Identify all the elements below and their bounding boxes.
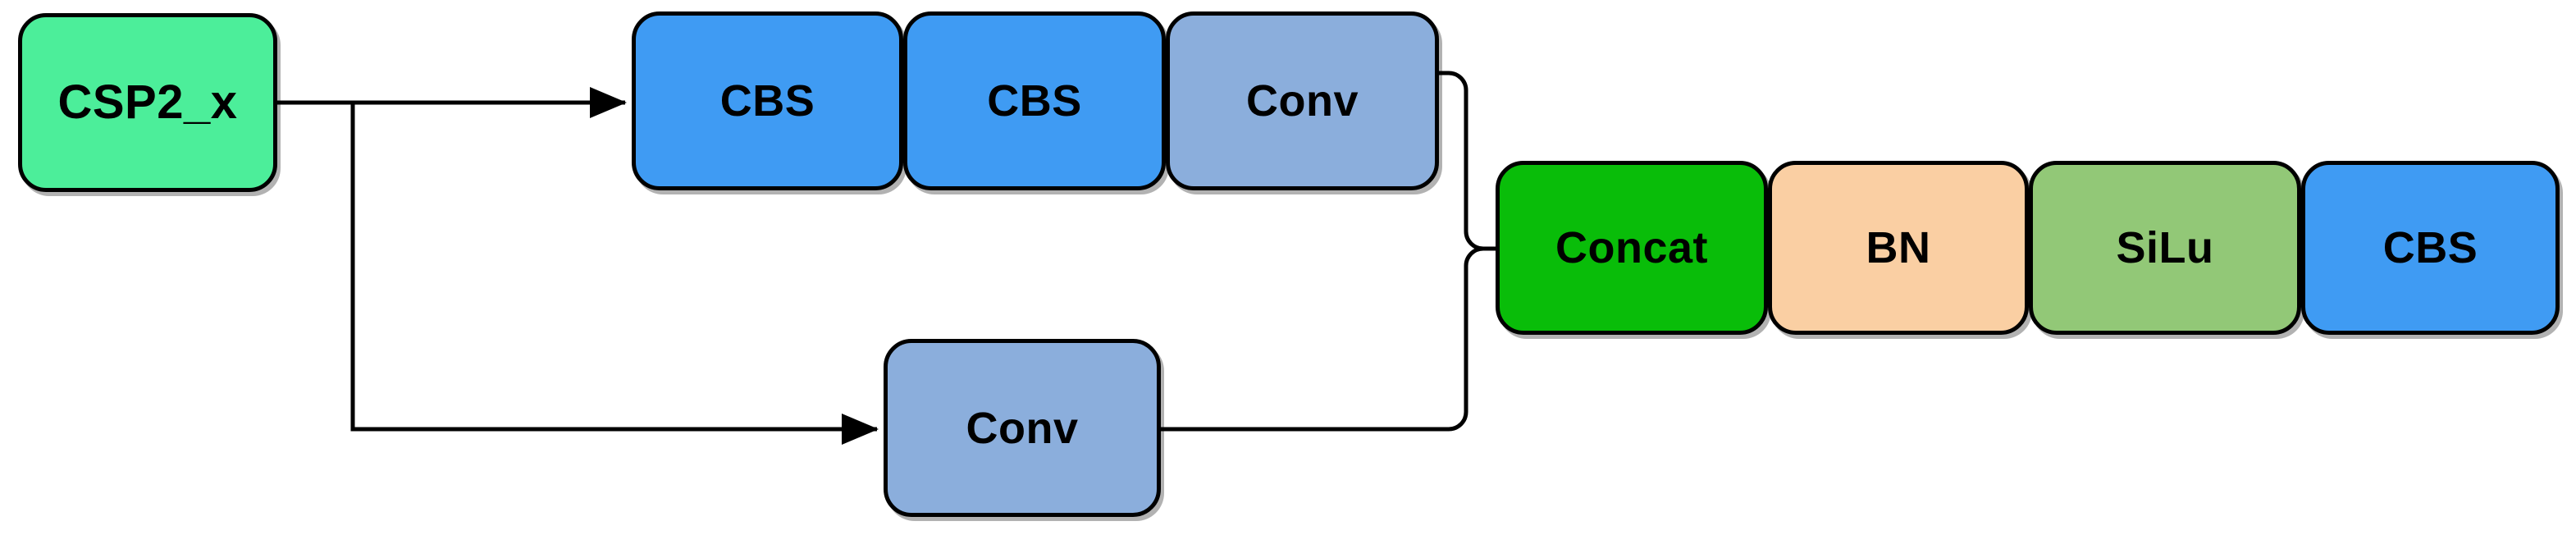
node-bn[interactable]: BN	[1768, 161, 2029, 335]
node-silu[interactable]: SiLu	[2029, 161, 2301, 335]
node-bn-label: BN	[1866, 223, 1931, 272]
node-cbs-2[interactable]: CBS	[903, 11, 1166, 190]
node-conv-top[interactable]: Conv	[1166, 11, 1439, 190]
node-conv-bottom-label: Conv	[966, 403, 1079, 453]
node-cbs-1-label: CBS	[719, 76, 815, 126]
node-csp2x-label: CSP2_x	[57, 75, 238, 129]
node-cbs-2-label: CBS	[987, 76, 1082, 126]
node-cbs-1[interactable]: CBS	[632, 11, 903, 190]
node-csp2x[interactable]: CSP2_x	[18, 13, 277, 192]
node-conv-top-label: Conv	[1246, 76, 1359, 126]
edge-csp2x-to-conv-bot	[350, 103, 879, 445]
node-cbs-3[interactable]: CBS	[2301, 161, 2560, 335]
edge-conv-top-to-concat	[1439, 71, 1496, 251]
node-silu-label: SiLu	[2116, 223, 2214, 272]
node-concat-label: Concat	[1555, 223, 1708, 272]
node-cbs-3-label: CBS	[2382, 223, 2478, 272]
edge-conv-bot-to-concat	[1161, 246, 1496, 432]
node-concat[interactable]: Concat	[1496, 161, 1768, 335]
node-conv-bottom[interactable]: Conv	[884, 339, 1161, 517]
